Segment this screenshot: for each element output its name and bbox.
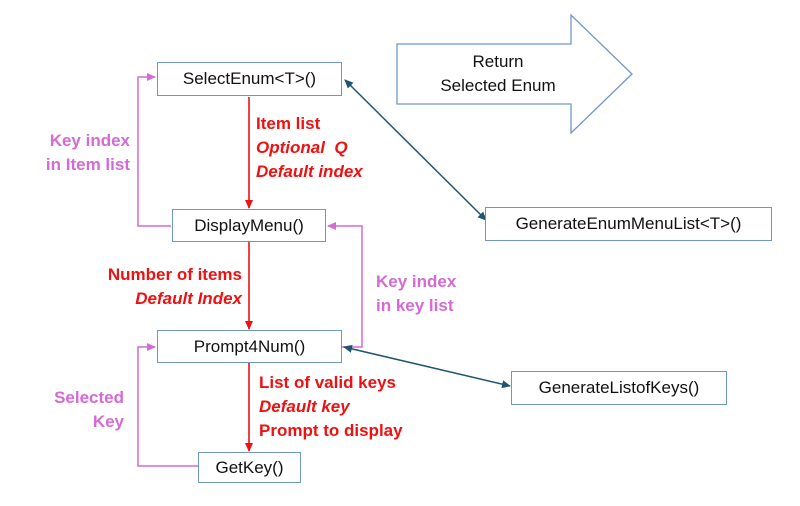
node-display-menu: DisplayMenu()	[172, 209, 326, 242]
return-arrow-line2: Selected Enum	[440, 76, 556, 95]
label-display-loop: Key index in Item list	[14, 129, 130, 177]
label-key: Key	[92, 412, 124, 431]
label-prompt-to-getkey: List of valid keys Default key Prompt to…	[259, 371, 403, 443]
link-select-to-enum-menu-list	[344, 79, 487, 221]
label-in-item-list: in Item list	[45, 155, 130, 174]
label-selected: Selected	[54, 388, 124, 407]
node-generate-list-of-keys: GenerateListofKeys()	[511, 371, 727, 405]
label-prompt-to-display: Prompt to display	[259, 421, 403, 440]
label-list-of-valid-keys: List of valid keys	[259, 373, 396, 392]
return-arrow-line1: Return	[472, 52, 524, 71]
label-optional-q: Optional Q	[256, 138, 348, 157]
label-getkey-loop: Selected Key	[14, 386, 124, 434]
loop-getkey-to-prompt	[137, 343, 198, 467]
label-default-index: Default index	[256, 162, 363, 181]
label-in-key-list: in key list	[376, 296, 454, 315]
label-select-to-display: Item list Optional Q Default index	[256, 112, 363, 184]
label-display-to-prompt: Number of items Default Index	[60, 263, 242, 311]
node-generate-enum-menu-list: GenerateEnumMenuList<T>()	[485, 207, 772, 241]
label-prompt-loop: Key index in key list	[376, 270, 456, 318]
label-number-of-items: Number of items	[107, 265, 242, 284]
loop-display-to-select	[137, 73, 171, 227]
loop-prompt-to-display	[327, 222, 363, 348]
label-default-index-2: Default Index	[135, 289, 242, 308]
node-select-enum: SelectEnum<T>()	[157, 62, 342, 96]
label-item-list: Item list	[256, 114, 321, 133]
label-default-key: Default key	[259, 397, 350, 416]
label-key-index-2: Key index	[376, 272, 457, 291]
label-key-index: Key index	[49, 131, 130, 150]
node-prompt4num: Prompt4Num()	[157, 330, 342, 363]
link-prompt-to-list-of-keys	[343, 344, 511, 389]
return-arrow-label: Return Selected Enum	[398, 50, 598, 98]
node-get-key: GetKey()	[198, 452, 301, 483]
